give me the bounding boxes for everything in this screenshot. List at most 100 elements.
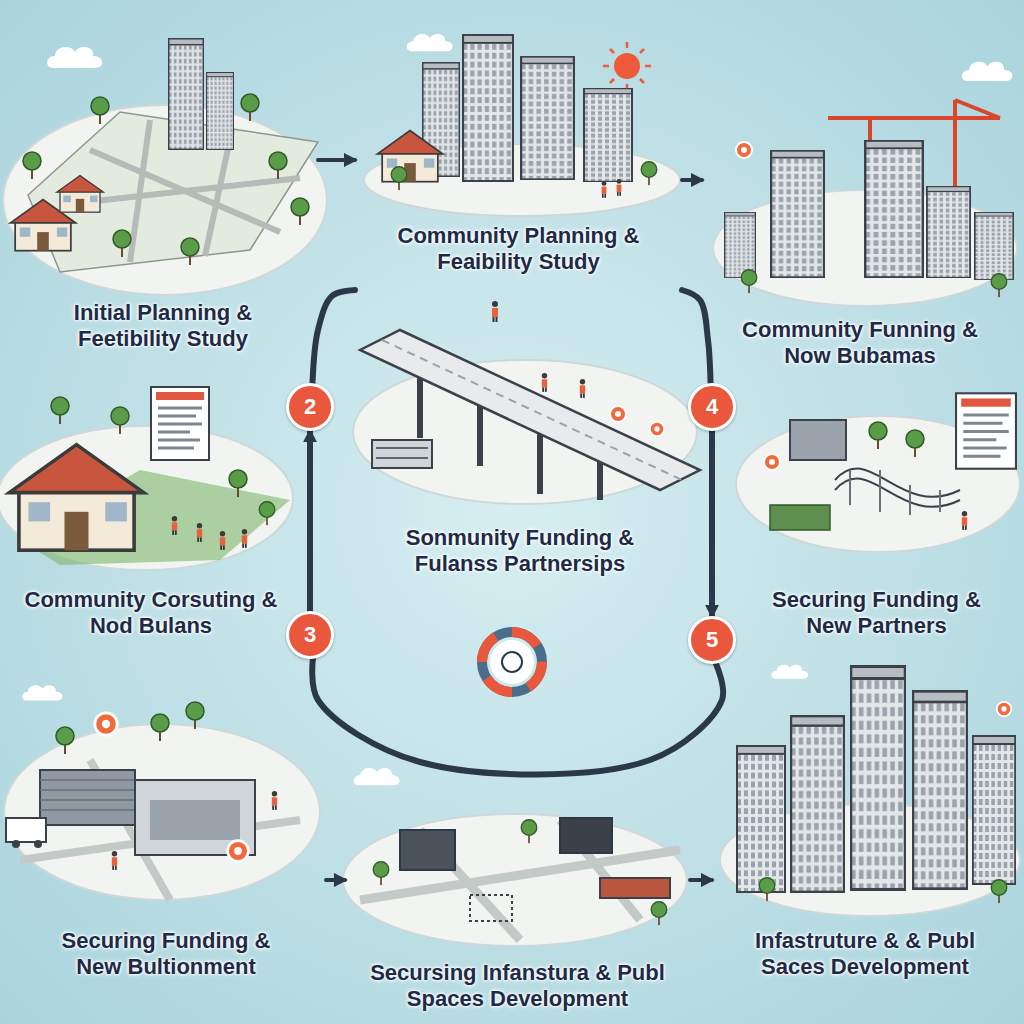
stage-platform: Securing Funding & New Partners [735, 375, 1018, 650]
tree [186, 702, 204, 729]
connectors [310, 160, 723, 880]
warehouse [40, 770, 135, 825]
stage-platform: Infastruture & & Publ Saces Development [712, 660, 1018, 990]
tree [259, 502, 275, 525]
flow-connector [318, 158, 355, 162]
callout-number: 5 [706, 629, 718, 651]
cloud [47, 47, 102, 68]
tree [23, 152, 41, 179]
person [197, 523, 202, 542]
infrastructure-scene [343, 814, 687, 946]
step-number-circle: 4 [688, 383, 736, 431]
securing-funding-scene [736, 393, 1020, 552]
pin [736, 142, 752, 158]
person [242, 529, 247, 548]
person [542, 373, 547, 392]
funding-scene [713, 100, 1017, 306]
house [378, 131, 443, 182]
target [228, 841, 249, 862]
tower [169, 39, 204, 150]
track [835, 469, 960, 507]
stage-platform: Community Corsuting & Nod Bulans [6, 380, 296, 650]
stage-label: Initial Planning & Feetibility Study [33, 300, 293, 353]
tree [391, 167, 407, 190]
tree [291, 198, 309, 225]
bus [600, 878, 670, 898]
stage-platform: Secursing Infanstura & Publ Spaces Devel… [345, 780, 690, 1018]
cloud [22, 685, 62, 700]
tree [991, 880, 1007, 903]
tower [791, 716, 844, 892]
stage-label: Sonmunity Funding & Fulanss Partnersips [365, 525, 675, 578]
cloud [771, 665, 808, 679]
tree [241, 94, 259, 121]
tower [737, 746, 785, 892]
stage-label: Community Planning & Feaibility Study [369, 223, 669, 276]
flow-connector [690, 878, 712, 882]
sun-disc [614, 53, 640, 79]
stage-platform: Sonmunity Funding & Fulanss Partnersips [350, 300, 690, 585]
wheel [12, 840, 20, 848]
tower [463, 35, 513, 181]
notice-board [151, 387, 209, 460]
truck [6, 818, 46, 842]
emblem-core [490, 640, 534, 684]
stage-platform: Community Planning & Feaibility Study [355, 20, 682, 290]
person [492, 301, 498, 322]
cycle-emblem [482, 632, 542, 692]
person [602, 181, 607, 198]
new-building-scene [4, 702, 320, 900]
callout-number: 3 [304, 624, 316, 646]
tower [865, 141, 923, 277]
partnership-scene [353, 301, 700, 504]
person [962, 511, 967, 530]
tree [111, 407, 129, 434]
person [617, 179, 622, 196]
notice-board [956, 393, 1016, 468]
flow-connector [312, 659, 723, 775]
emblem-ring [482, 632, 542, 692]
tower [927, 187, 970, 278]
warehouse-ribs [40, 780, 135, 810]
tower [521, 57, 574, 179]
roads [360, 820, 680, 940]
tree [91, 97, 109, 124]
tower [973, 736, 1015, 884]
step-number-circle: 2 [286, 383, 334, 431]
tree [991, 274, 1007, 297]
tower [913, 691, 967, 888]
person [172, 516, 177, 535]
tree [229, 470, 247, 497]
planning-scene [3, 39, 327, 295]
stage-label: Securing Funding & New Partners [757, 587, 997, 640]
stage-label: Securing Funding & New Bultionment [46, 928, 286, 981]
flow-connector [682, 290, 711, 383]
platform [343, 814, 687, 946]
wheel [34, 840, 42, 848]
person [580, 379, 585, 398]
flow-connector [709, 431, 715, 616]
building [560, 818, 612, 853]
building-glass [150, 800, 240, 840]
callout-number: 2 [304, 396, 316, 418]
tree [373, 862, 389, 885]
tower [584, 89, 632, 182]
tower [975, 212, 1013, 279]
cloud [962, 62, 1012, 81]
stage-label: Community Corsuting & Nod Bulans [11, 587, 291, 640]
stage-platform: Initial Planning & Feetibility Study [8, 20, 318, 365]
emblem-ring [482, 632, 542, 692]
building [400, 830, 455, 870]
elevated-road [360, 330, 700, 490]
pin [764, 454, 780, 470]
person [112, 851, 117, 870]
cloud [407, 34, 453, 51]
tree [151, 714, 169, 741]
flow-connector [312, 290, 355, 383]
pin [997, 702, 1011, 716]
target [95, 713, 117, 735]
